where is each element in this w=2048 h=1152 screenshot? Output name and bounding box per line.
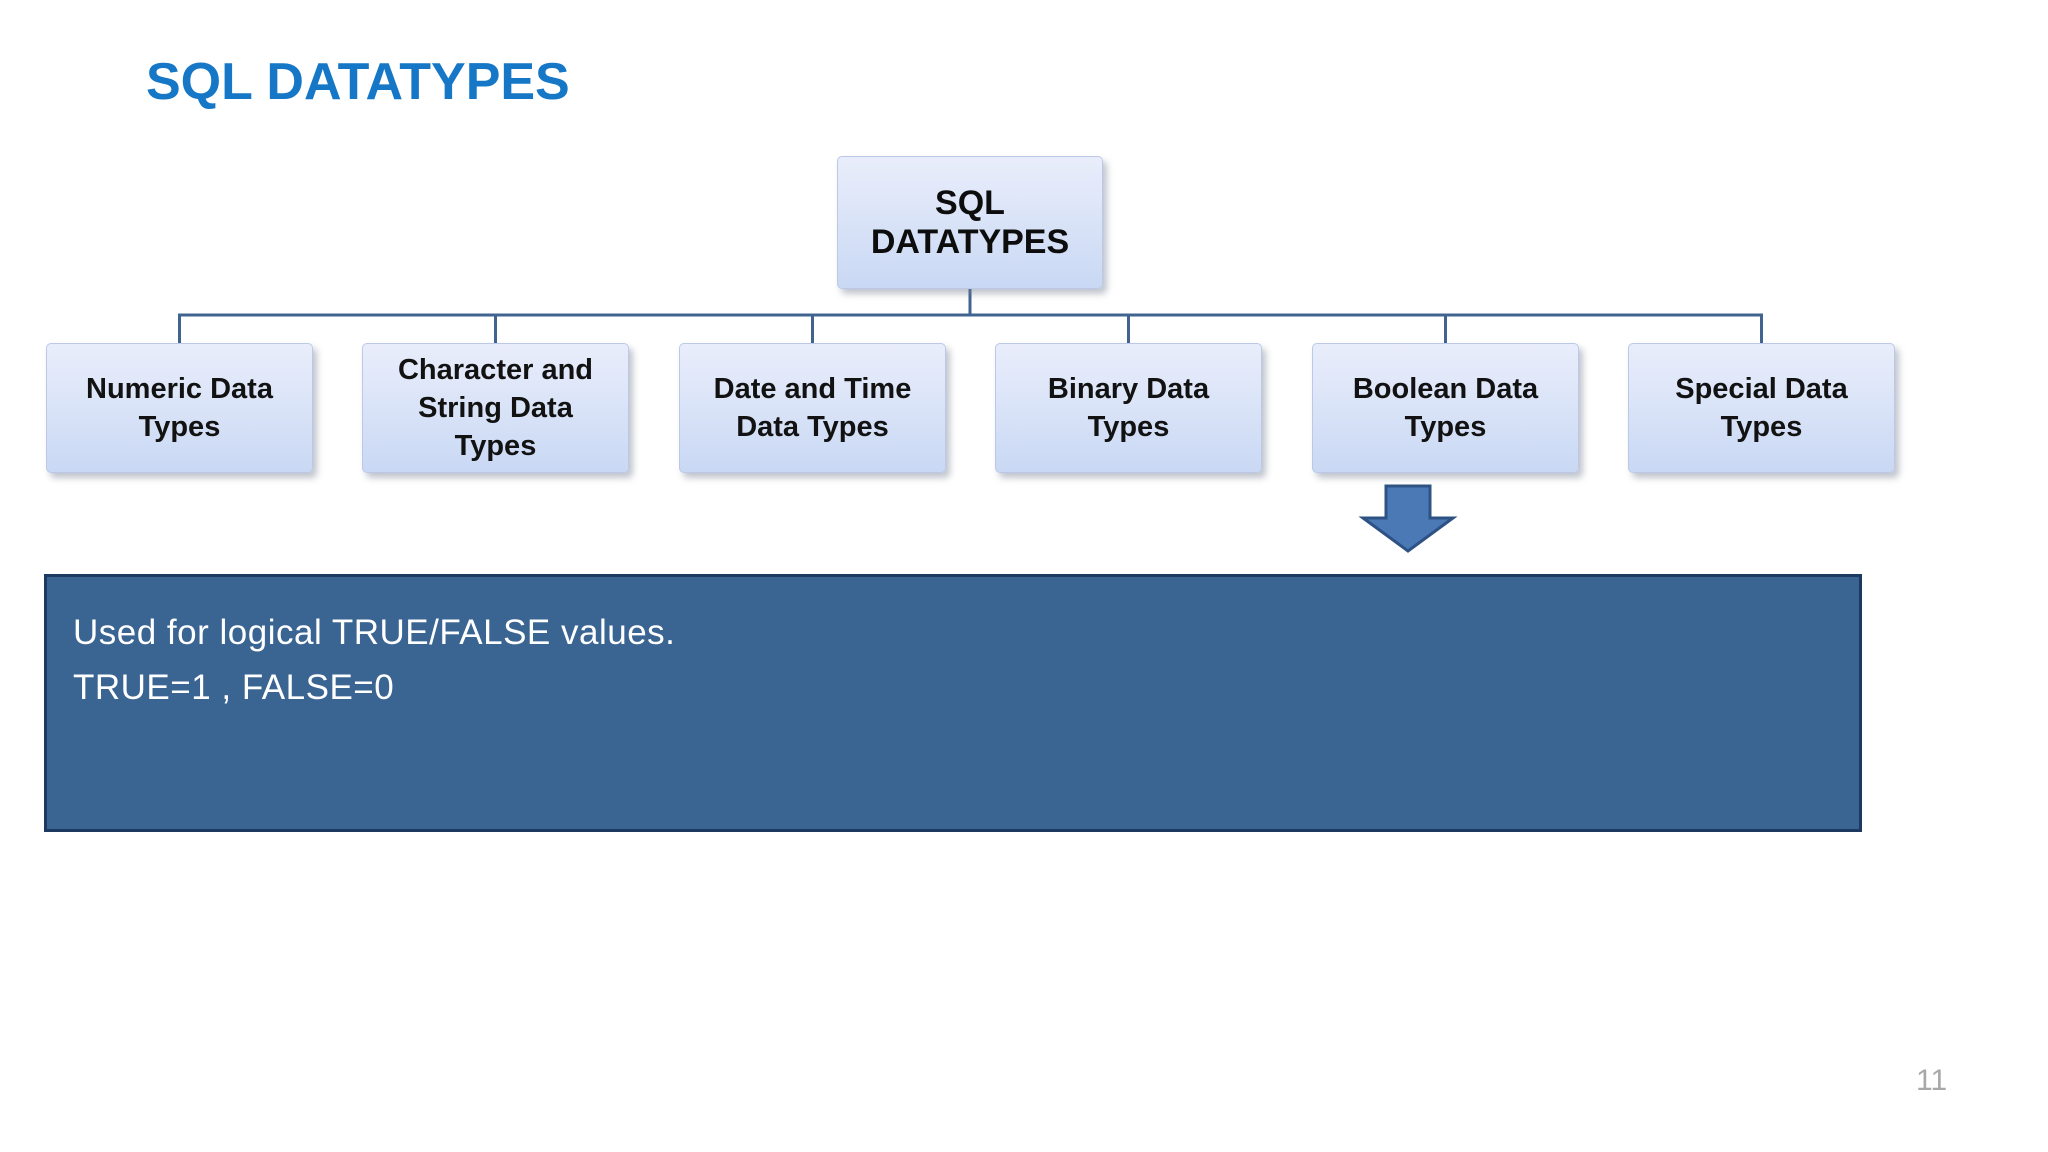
child-node-numeric: Numeric Data Types [46, 343, 313, 473]
child-node-character-string: Character and String Data Types [362, 343, 629, 473]
root-node: SQL DATATYPES [837, 156, 1103, 289]
child-node-boolean: Boolean Data Types [1312, 343, 1579, 473]
child-node-label: Date and Time Data Types [713, 372, 912, 443]
root-node-label: SQL DATATYPES [870, 183, 1070, 261]
boolean-callout: Used for logical TRUE/FALSE values. TRUE… [44, 574, 1862, 832]
callout-line-2: TRUE=1 , FALSE=0 [73, 668, 395, 707]
child-node-label: Boolean Data Types [1352, 372, 1539, 443]
child-node-label: Character and String Data Types [397, 353, 593, 463]
page-number: 11 [1916, 1064, 1948, 1097]
child-node-date-time: Date and Time Data Types [679, 343, 946, 473]
callout-line-1: Used for logical TRUE/FALSE values. [73, 613, 676, 652]
child-node-special: Special Data Types [1628, 343, 1895, 473]
child-node-label: Special Data Types [1675, 372, 1848, 443]
slide-title: SQL DATATYPES [146, 53, 570, 111]
down-block-arrow-icon [1358, 484, 1458, 553]
child-node-binary: Binary Data Types [995, 343, 1262, 473]
child-node-label: Binary Data Types [1047, 372, 1210, 443]
child-node-label: Numeric Data Types [86, 372, 273, 443]
